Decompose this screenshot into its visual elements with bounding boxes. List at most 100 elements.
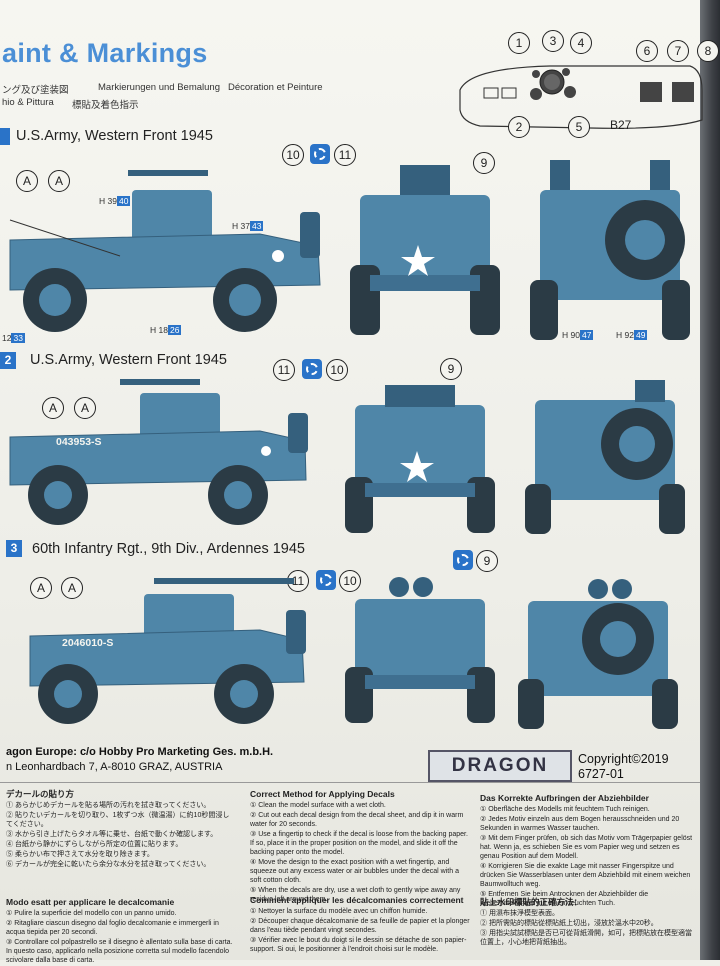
instructions-de-line: ② Jedes Motiv einzeln aus dem Bogen hera… xyxy=(480,816,680,832)
copyright-text: Copyright©2019 xyxy=(578,752,669,766)
scheme-3-number: 3 xyxy=(6,540,22,557)
scheme-3-serial: 2046010-S xyxy=(62,637,114,649)
callout-7: 7 xyxy=(667,40,689,62)
company-name: agon Europe: c/o Hobby Pro Marketing Ges… xyxy=(6,746,274,758)
instructions-ja-line: ① あらかじめデカールを貼る場所の汚れを拭き取ってください。 xyxy=(6,802,211,809)
callout-6: 6 xyxy=(636,40,658,62)
scheme-3-callout-9: 9 xyxy=(476,550,498,572)
instructions-en: Correct Method for Applying Decals ① Cle… xyxy=(250,790,470,905)
callout-8: 8 xyxy=(697,40,719,62)
callout-1: 1 xyxy=(508,32,530,54)
scheme-1-callout-11: 11 xyxy=(334,144,356,166)
scheme-2-callout-a2: A xyxy=(74,397,96,419)
instructions-ja-line: ③ 水から引き上げたらタオル等に乗せ、台紙で動くか確認します。 xyxy=(6,831,218,838)
scheme-2-callout-9: 9 xyxy=(440,358,462,380)
scheme-3-callout-11: 11 xyxy=(287,570,309,592)
subtitle-de: Markierungen und Bemalung xyxy=(98,82,220,93)
product-code: 6727-01 xyxy=(578,767,624,781)
scheme-2-side-view xyxy=(9,379,308,525)
instructions-fr: Comment appliquer les décalcomanies corr… xyxy=(250,896,470,955)
subtitle-fr: Décoration et Peinture xyxy=(228,82,323,93)
scheme-1-side-view xyxy=(9,170,321,332)
instructions-en-title: Correct Method for Applying Decals xyxy=(250,789,395,799)
callout-5: 5 xyxy=(568,116,590,138)
instructions-de-line: ④ Korrigieren Sie die exakte Lage mit na… xyxy=(480,863,691,888)
callout-3: 3 xyxy=(542,30,564,52)
instructions-it-line: ① Pulire la superficie del modello con u… xyxy=(6,910,177,917)
company-address: n Leonhardbach 7, A-8010 GRAZ, AUSTRIA xyxy=(6,761,223,773)
instructions-fr-line: ③ Vérifier avec le bout du doigt si le d… xyxy=(250,937,467,953)
scheme-3-decal-marker-front xyxy=(453,550,473,570)
instructions-en-line: ① Clean the model surface with a wet clo… xyxy=(250,802,386,809)
callout-2: 2 xyxy=(508,116,530,138)
instructions-en-line: ⑤ When the decals are dry, use a wet clo… xyxy=(250,887,461,903)
instructions-ja-line: ② 貼りたいデカールを切り取り、1枚ずつ水（微温湯）に約10秒間浸してください。 xyxy=(6,812,230,828)
section-divider xyxy=(0,782,700,783)
scheme-3-callout-a2: A xyxy=(61,577,83,599)
scheme-1-callout-9: 9 xyxy=(473,152,495,174)
scheme-1-rear-view xyxy=(530,160,690,340)
page-title: aint & Markings xyxy=(2,38,208,68)
scheme-2-decal-marker xyxy=(302,359,322,379)
instructions-en-line: ④ Move the design to the exact position … xyxy=(250,859,459,884)
instructions-zh-line: ① 用濕布抹淨模型表面。 xyxy=(480,910,559,917)
scheme-2-title: U.S.Army, Western Front 1945 xyxy=(30,352,227,368)
scheme-1-number xyxy=(0,128,10,145)
scheme-2-callout-a1: A xyxy=(42,397,64,419)
scheme-2-serial: 043953-S xyxy=(56,436,102,448)
scheme-1-callout-a1: A xyxy=(16,170,38,192)
scheme-2-rear-view xyxy=(525,380,685,534)
scheme-3-decal-marker-side xyxy=(316,570,336,590)
scheme-3-rear-view xyxy=(518,579,678,729)
subtitle-ja: ング及び塗装図 xyxy=(2,85,69,96)
scheme-1-front-view xyxy=(350,165,500,335)
scheme-2-callout-11: 11 xyxy=(273,359,295,381)
dashboard-label: B27 xyxy=(610,118,632,132)
instructions-fr-title: Comment appliquer les décalcomanies corr… xyxy=(250,895,464,905)
callout-4: 4 xyxy=(570,32,592,54)
instructions-it-line: ③ Controllare col polpastrello se il dis… xyxy=(6,939,233,964)
instructions-ja-line: ⑤ 柔らかい布で押さえて水分を取り除きます。 xyxy=(6,851,154,858)
instructions-ja-line: ④ 台紙から静かにずらしながら所定の位置に貼ります。 xyxy=(6,841,183,848)
scheme-1-callout-a2: A xyxy=(48,170,70,192)
instructions-de: Das Korrekte Aufbringen der Abziehbilder… xyxy=(480,794,694,909)
instructions-it-title: Modo esatt per applicare le decalcomanie xyxy=(6,897,175,907)
scheme-1-decal-marker xyxy=(310,144,330,164)
subtitle-it: hio & Pittura xyxy=(2,97,54,108)
instructions-it-line: ② Ritagliare ciascun disegno dal foglio … xyxy=(6,920,219,936)
instructions-ja-line: ⑥ デカールが完全に乾いたら余分な水分を拭き取ってください。 xyxy=(6,861,211,868)
instructions-de-title: Das Korrekte Aufbringen der Abziehbilder xyxy=(480,793,649,803)
instructions-ja: デカールの貼り方 ① あらかじめデカールを貼る場所の汚れを拭き取ってください。 … xyxy=(6,790,234,870)
instructions-zh: 貼上水印標貼的正確方法： ① 用濕布抹淨模型表面。 ② 把所需貼的標貼從標貼紙上… xyxy=(480,898,694,948)
scheme-2-callout-10: 10 xyxy=(326,359,348,381)
scheme-3-front-view xyxy=(345,577,495,723)
instructions-zh-line: ② 把所需貼的標貼從標貼紙上切出，浸放於溫水中20秒。 xyxy=(480,920,658,927)
instructions-zh-title: 貼上水印標貼的正確方法： xyxy=(480,897,583,907)
subtitle-zh: 標貼及着色指示 xyxy=(72,100,139,111)
dragon-logo: DRAGON xyxy=(428,750,572,782)
scheme-2-number: 2 xyxy=(0,352,16,369)
instructions-zh-line: ③ 用指尖試試標貼是否已可從背紙滑開，如可，把標貼放在模型適當位置上，小心地把背… xyxy=(480,930,692,946)
instructions-de-line: ⑤ Entfernen Sie beim Antrocknen der Abzi… xyxy=(480,891,649,907)
scheme-3-title: 60th Infantry Rgt., 9th Div., Ardennes 1… xyxy=(32,541,305,557)
scheme-3-side-view xyxy=(29,578,306,724)
instructions-fr-line: ② Découper chaque décalcomanie de sa feu… xyxy=(250,918,470,934)
instructions-fr-line: ① Nettoyer la surface du modèle avec un … xyxy=(250,908,428,915)
instructions-en-line: ② Cut out each decal design from the dec… xyxy=(250,812,464,828)
dashboard-diagram xyxy=(459,65,703,129)
scheme-3-callout-10: 10 xyxy=(339,570,361,592)
instructions-de-line: ③ Mit dem Finger prüfen, ob sich das Mot… xyxy=(480,835,693,860)
scheme-1-callout-10: 10 xyxy=(282,144,304,166)
instructions-en-line: ③ Use a fingertip to check if the decal … xyxy=(250,831,468,856)
instructions-de-line: ① Oberfläche des Modells mit feuchtem Tu… xyxy=(480,806,650,813)
scheme-2-front-view xyxy=(345,385,495,533)
scheme-3-callout-a1: A xyxy=(30,577,52,599)
sheet-edge xyxy=(700,0,720,960)
instructions-it: Modo esatt per applicare le decalcomanie… xyxy=(6,898,234,966)
